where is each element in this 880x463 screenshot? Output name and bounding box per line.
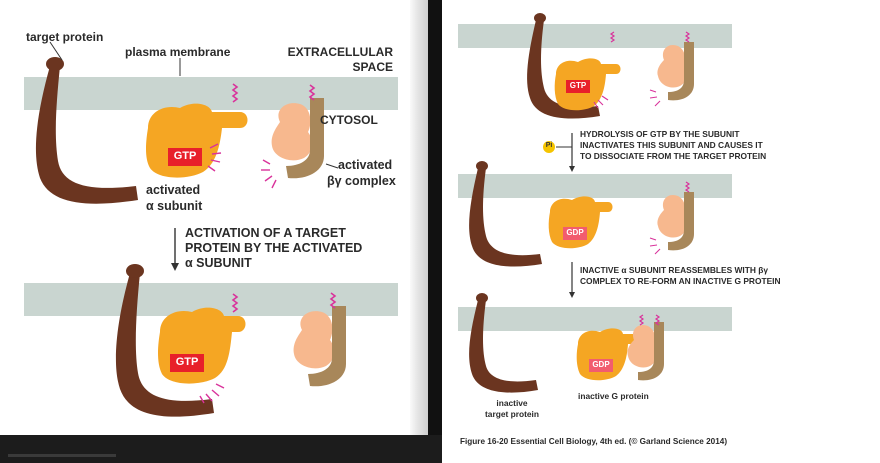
alpha-subunit-top [146, 103, 248, 178]
bg-leader [325, 163, 339, 169]
bg-activity-r2 [649, 237, 661, 255]
target-protein-leader [49, 41, 63, 61]
strip-highlight [8, 454, 116, 457]
membrane-r3 [458, 307, 732, 331]
pi-label: Pi [545, 142, 553, 149]
hydrolysis-text-3: TO DISSOCIATE FROM THE TARGET PROTEIN [580, 151, 767, 161]
label-cytosol: CYTOSOL [320, 113, 378, 127]
bg-lipid-r3 [654, 314, 661, 326]
beta-gamma-r2 [657, 192, 694, 251]
target-protein-r1 [527, 13, 600, 119]
label-activated-alpha-1: activated [146, 183, 201, 197]
alpha-subunit-bottom [158, 307, 246, 384]
bg-lipid-top [308, 84, 316, 101]
beta-gamma-r1 [657, 42, 694, 101]
label-target-protein: target protein [26, 30, 104, 44]
label-inactive-target-2: target protein [485, 409, 539, 419]
bg-lipid-r2 [684, 181, 691, 193]
hydrolysis-text-2: INACTIVATES THIS SUBUNIT AND CAUSES IT [580, 140, 763, 150]
bg-activity-r1 [649, 89, 661, 107]
pi-circle [543, 141, 555, 153]
gtp-label-bottom: GTP [175, 356, 199, 368]
bottom-dark-strip [0, 435, 442, 463]
label-activated-bg-2: βγ complex [327, 174, 396, 188]
beta-gamma-r3 [627, 322, 664, 381]
plasma-membrane-top [24, 77, 398, 110]
gtp-box-r1 [566, 80, 590, 93]
gdp-label-r2: GDP [566, 228, 584, 237]
step-text-3: α SUBUNIT [185, 256, 252, 270]
bg-activity-marks-top [261, 159, 277, 189]
gdp-box-r3 [589, 359, 613, 372]
alpha-lipid-r1 [609, 31, 616, 43]
alpha-r2 [548, 196, 613, 249]
reassemble-text-1: INACTIVE α SUBUNIT REASSEMBLES WITH βγ [580, 265, 769, 275]
panel-gap [428, 0, 442, 463]
bg-lipid-r1 [684, 31, 691, 43]
alpha-lipid-top [231, 83, 239, 103]
alpha-lipid-bottom [231, 293, 239, 313]
page-fold-edge [410, 0, 428, 435]
step-arrow-head [171, 263, 179, 271]
gtp-label-r1: GTP [569, 81, 587, 90]
reassemble-text-2: COMPLEX TO RE-FORM AN INACTIVE G PROTEIN [580, 276, 781, 286]
label-plasma-membrane: plasma membrane [125, 45, 231, 59]
arrow-r1-head [569, 166, 575, 172]
alpha-activity-marks-top [207, 143, 222, 172]
target-protein-r2 [469, 161, 542, 267]
gtp-box-bottom [170, 354, 204, 372]
label-activated-alpha-2: α subunit [146, 199, 203, 213]
gtp-label-top: GTP [173, 150, 197, 162]
arrow-r2-head [569, 292, 575, 298]
label-inactive-g-protein: inactive G protein [578, 391, 649, 401]
gdp-box-r2 [563, 227, 587, 240]
label-inactive-target-1: inactive [496, 398, 528, 408]
alpha-lipid-r3 [638, 314, 645, 326]
label-extracellular-2: SPACE [352, 60, 393, 74]
beta-gamma-bottom [293, 306, 346, 387]
step-text-1: ACTIVATION OF A TARGET [185, 226, 346, 240]
label-activated-bg-1: activated [338, 158, 393, 172]
alpha-activity-marks-bottom [199, 383, 225, 404]
alpha-activity-r1 [593, 95, 609, 109]
bg-lipid-bottom [329, 292, 337, 309]
figure-caption: Figure 16-20 Essential Cell Biology, 4th… [460, 437, 728, 446]
beta-gamma-top [271, 98, 324, 179]
hydrolysis-text-1: HYDROLYSIS OF GTP BY THE SUBUNIT [580, 129, 740, 139]
target-protein-r3 [469, 293, 538, 393]
step-text-2: PROTEIN BY THE ACTIVATED [185, 241, 363, 255]
target-protein-top [35, 57, 139, 204]
gdp-label-r3: GDP [592, 360, 610, 369]
label-extracellular-1: EXTRACELLULAR [287, 45, 393, 59]
gtp-box-top [168, 148, 202, 166]
